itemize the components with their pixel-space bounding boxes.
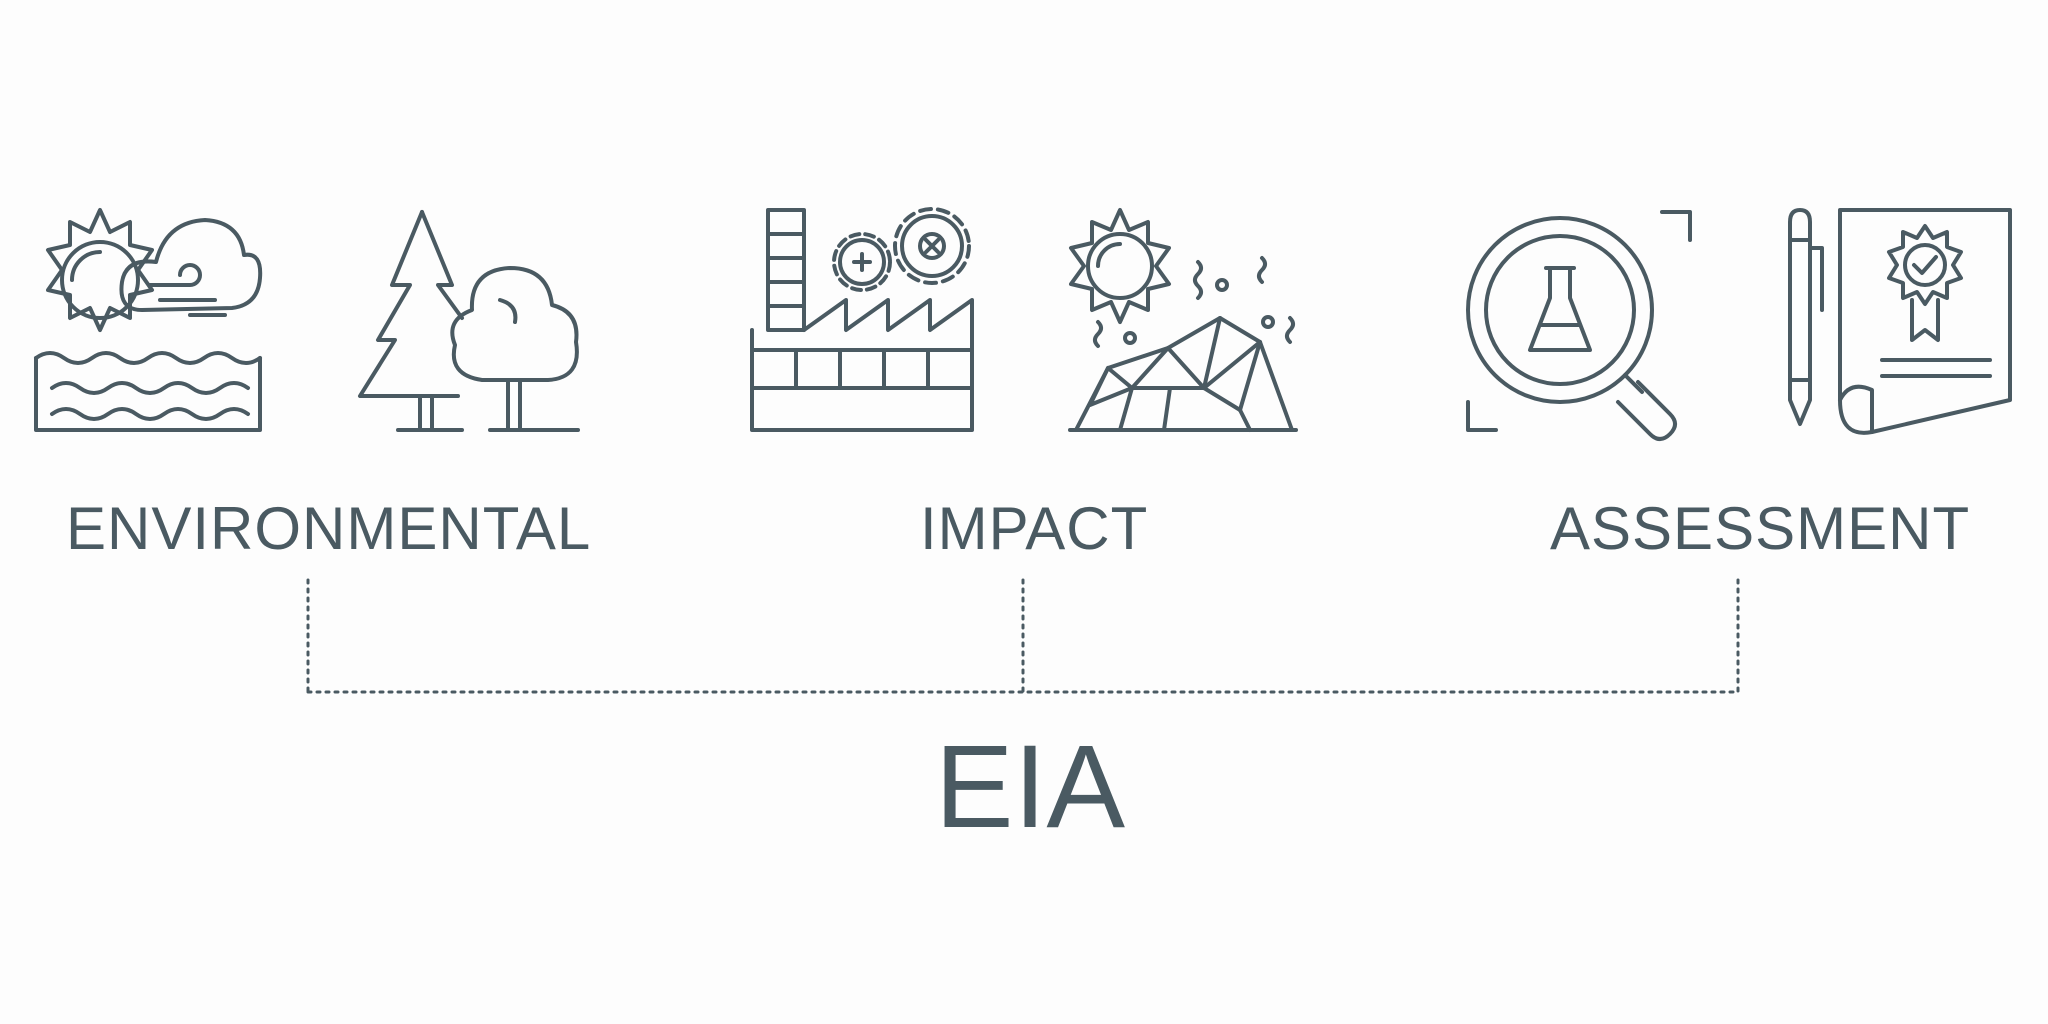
magnifier-flask-icon	[1466, 210, 1692, 441]
weather-sun-cloud-water-icon	[34, 208, 263, 432]
connector-bracket	[306, 578, 1740, 694]
label-environmental: ENVIRONMENTAL	[66, 495, 592, 562]
polluted-sun-rock-icon	[1068, 208, 1298, 432]
label-assessment: ASSESSMENT	[1550, 495, 1971, 562]
trees-icon	[358, 210, 580, 432]
factory-gears-icon	[750, 207, 974, 432]
pen-certificate-icon	[1788, 208, 2012, 435]
label-impact: IMPACT	[920, 495, 1149, 562]
acronym-title: EIA	[934, 721, 1126, 853]
